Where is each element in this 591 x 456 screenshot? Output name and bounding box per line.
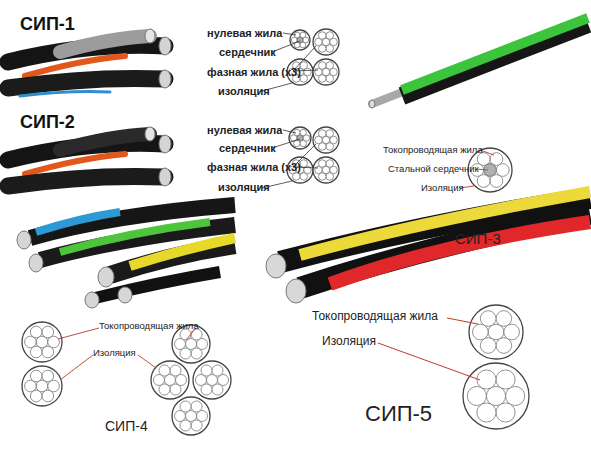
conductor-end	[159, 70, 171, 88]
phase-wire	[8, 176, 165, 186]
part-name: сердечник	[219, 142, 276, 154]
conductor-section	[193, 361, 231, 399]
conductor-end	[17, 231, 31, 249]
leader-lines	[378, 318, 480, 380]
part-name: Изоляция	[421, 183, 464, 193]
sip2-cross-section	[287, 127, 339, 183]
sip4-cables	[17, 205, 235, 308]
yellow-stripe	[130, 238, 235, 266]
leader-lines	[58, 328, 196, 380]
phase-section	[313, 29, 339, 55]
phase-section	[313, 157, 339, 183]
green-stripe	[402, 18, 588, 90]
conductor-section	[463, 363, 529, 429]
leader-line	[138, 355, 156, 368]
conductor-end	[29, 254, 43, 272]
phase-section	[313, 127, 339, 153]
neutral-wire	[60, 134, 150, 150]
part-name: изоляция	[218, 85, 270, 97]
leader-line	[283, 33, 296, 35]
conductor-section	[469, 305, 523, 359]
part-name: сердечник	[219, 46, 276, 58]
conductor-end	[98, 267, 114, 287]
cable-title: СИП-5	[365, 402, 432, 426]
cable-title: СИП-4	[105, 419, 148, 434]
leader-line	[272, 41, 300, 52]
sip4-cross-sections	[22, 322, 231, 435]
conductor-section	[22, 366, 62, 406]
leader-line	[58, 328, 99, 339]
leader-line	[60, 355, 93, 380]
conductor-end	[286, 279, 306, 303]
sip2-cable	[8, 127, 171, 186]
sip5-cross-sections	[463, 305, 529, 429]
conductor-end	[159, 168, 171, 186]
cable-title: СИП-1	[20, 15, 75, 35]
neutral-section	[289, 127, 311, 149]
part-name: фазная жила (x3)	[207, 66, 301, 78]
sip5-cables	[266, 192, 590, 303]
neutral-wire	[60, 36, 150, 52]
phase-stripe	[20, 92, 110, 97]
cable-insulation	[402, 24, 588, 96]
part-name: Стальной сердечник	[388, 164, 479, 174]
conductor-end	[369, 100, 375, 108]
neutral-section	[290, 30, 310, 50]
red-stripe	[330, 222, 590, 284]
phase-section	[313, 59, 339, 85]
part-name: Изоляция	[93, 348, 136, 358]
part-name: Токопроводящая жила	[312, 310, 438, 323]
conductor-end	[159, 37, 171, 55]
part-name: фазная жила (x3)	[207, 161, 301, 173]
part-name: нулевая жила	[207, 27, 282, 39]
bare-conductor	[372, 93, 400, 104]
conductor-section	[172, 397, 210, 435]
conductor-end	[159, 135, 171, 153]
conductor-end	[118, 287, 132, 303]
conductor-section	[22, 322, 62, 362]
part-name: Токопроводящая жила	[383, 145, 483, 155]
phase-wire	[8, 78, 165, 88]
leader-line	[272, 139, 300, 148]
part-name: изоляция	[218, 181, 270, 193]
leader-line	[378, 343, 480, 380]
part-name: Токопроводящая жила	[99, 321, 199, 331]
part-name: Изоляция	[322, 335, 376, 348]
conductor-end	[145, 29, 155, 43]
conductor-section	[151, 361, 189, 399]
cable-title: СИП-2	[20, 113, 75, 133]
sip3-cable	[369, 18, 588, 108]
conductor-end	[145, 127, 155, 141]
blue-stripe	[36, 212, 120, 232]
leader-lines	[262, 130, 318, 188]
leader-lines	[262, 33, 318, 91]
leader-line	[283, 130, 296, 133]
sip1-cable	[8, 29, 171, 96]
cable-title: СИП-3	[455, 231, 501, 248]
conductor-end	[85, 292, 99, 308]
leader-line	[447, 318, 478, 324]
conductor-end	[266, 254, 286, 278]
cable-insulation	[300, 214, 590, 288]
part-name: нулевая жила	[207, 124, 282, 136]
